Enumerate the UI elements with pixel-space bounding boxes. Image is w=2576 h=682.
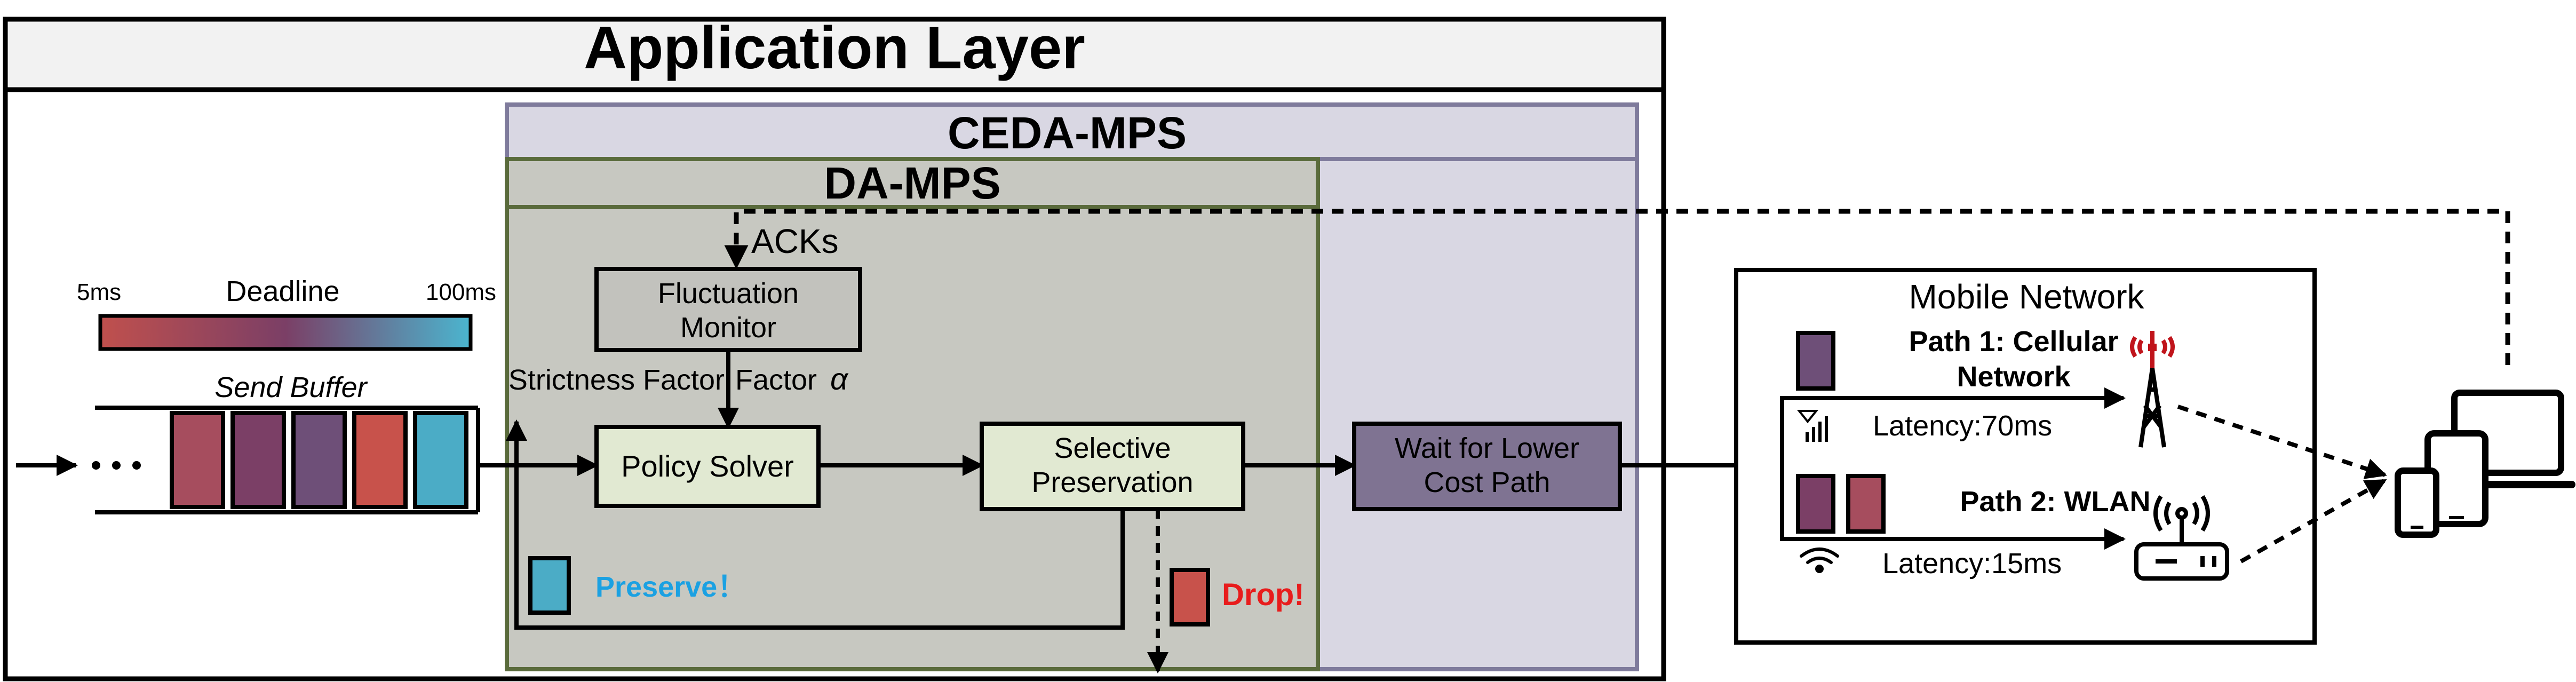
path1-latency: Latency:70ms xyxy=(1873,410,2052,442)
path1-arrow xyxy=(1780,387,2126,465)
deadline-gradient-bar xyxy=(98,314,473,351)
path2-packet-2 xyxy=(1846,474,1886,534)
fluctuation-monitor-line2: Monitor xyxy=(680,312,776,344)
wifi-router-icon xyxy=(2134,495,2229,581)
wifi-icon xyxy=(1800,548,1839,573)
preserved-packet xyxy=(528,556,571,615)
da-mps-title: DA-MPS xyxy=(824,158,1000,208)
wlan-to-device-link xyxy=(2240,478,2387,564)
buffer-packet xyxy=(413,411,468,509)
ellipsis-dot-3 xyxy=(132,461,141,470)
send-buffer-packets xyxy=(170,411,468,509)
dropped-packet xyxy=(1170,568,1210,627)
cell-tower-icon xyxy=(2130,331,2175,448)
selective-preservation-line2: Preservation xyxy=(1031,466,1193,498)
ceda-mps-title: CEDA-MPS xyxy=(948,108,1187,158)
buffer-packet xyxy=(170,411,225,509)
preserve-feedback-line xyxy=(506,419,1125,630)
client-devices-icon xyxy=(2395,390,2575,538)
application-layer-title: Application Layer xyxy=(584,14,1085,81)
deadline-max-label: 100ms xyxy=(426,279,496,305)
alpha-symbol: α xyxy=(830,362,849,396)
path2-latency: Latency:15ms xyxy=(1882,548,2062,580)
application-layer-header xyxy=(3,17,1666,92)
deadline-label: Deadline xyxy=(226,275,339,307)
ellipsis-dot-2 xyxy=(112,461,121,470)
path1-label-line2: Network xyxy=(1957,361,2071,393)
preserve-label: Preserve！ xyxy=(595,571,746,603)
path2-label: Path 2: WLAN xyxy=(1960,486,2151,518)
drop-label: Drop! xyxy=(1222,577,1305,612)
da-mps-header xyxy=(505,157,1320,209)
wait-box-line1: Wait for Lower xyxy=(1395,432,1579,464)
path1-label-line1: Path 1: Cellular xyxy=(1909,326,2118,358)
deadline-min-label: 5ms xyxy=(77,279,121,305)
policy-solver-box xyxy=(594,425,821,508)
cellular-signal-icon xyxy=(1796,410,1828,442)
selective-preservation-line1: Selective xyxy=(1054,432,1171,464)
path1-packet xyxy=(1796,331,1835,391)
acks-label: ACKs xyxy=(751,222,839,260)
mobile-network-title: Mobile Network xyxy=(1909,277,2144,316)
selective-preservation-box xyxy=(980,422,1245,511)
ack-feedback-line xyxy=(724,209,2510,365)
policy-solver-label: Policy Solver xyxy=(621,449,794,483)
path2-arrow xyxy=(1780,465,2126,550)
fluctuation-monitor-line1: Fluctuation xyxy=(658,277,799,310)
buffer-packet xyxy=(352,411,408,509)
cellular-to-device-link xyxy=(2177,405,2387,479)
fluctuation-monitor-box xyxy=(594,267,862,352)
strictness-text: Strictness Factor xyxy=(508,364,725,396)
path2-packet-1 xyxy=(1796,474,1835,534)
buffer-packet xyxy=(230,411,286,509)
ellipsis-dot-1 xyxy=(92,461,100,470)
send-buffer-label: Send Buffer xyxy=(214,371,368,403)
buffer-packet xyxy=(291,411,347,509)
wait-box-line2: Cost Path xyxy=(1424,466,1550,498)
strictness-text-tail: Factor xyxy=(735,364,817,396)
